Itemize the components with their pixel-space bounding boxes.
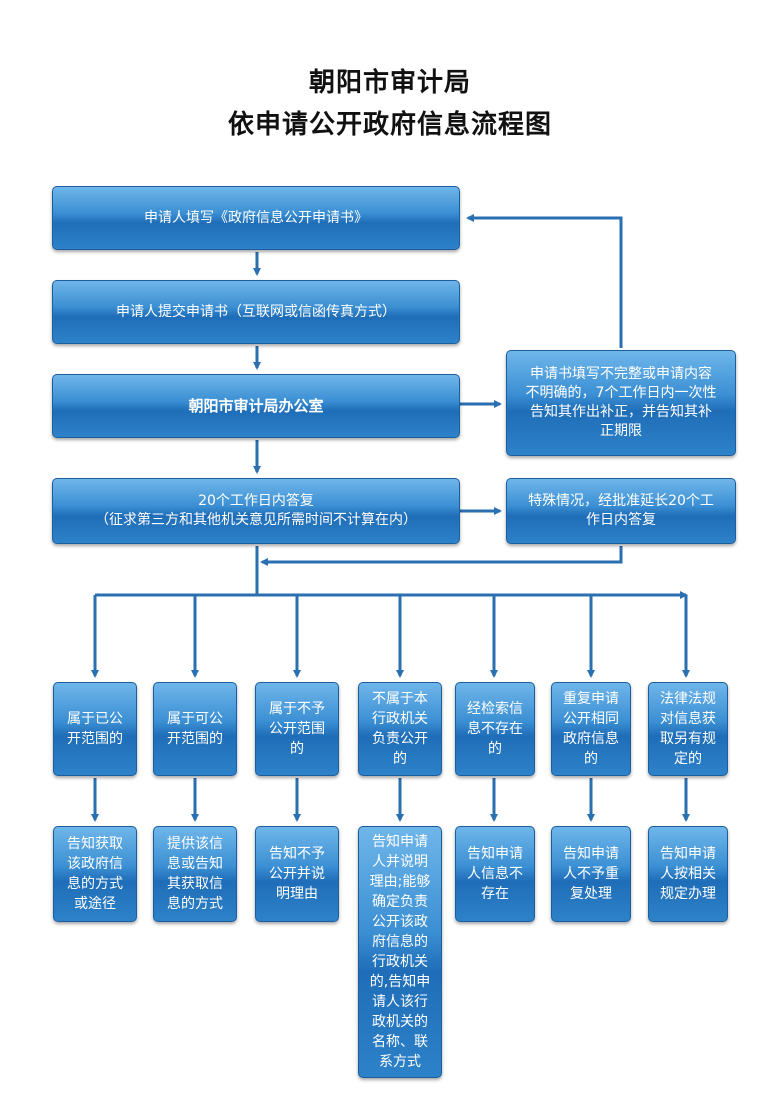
category-label-line: 的 <box>584 751 598 767</box>
result-line: 人并说明 <box>372 854 428 870</box>
result-box-6: 告知申请 人不予重 复处理 <box>551 826 631 922</box>
result-line: 公开该政 <box>372 914 428 930</box>
result-line: 人按相关 <box>660 866 716 882</box>
category-box-1: 属于已公 开范围的 <box>53 682 137 776</box>
result-box-7: 告知申请 人按相关 规定办理 <box>648 826 728 922</box>
result-line: 该政府信 <box>67 856 123 872</box>
result-line: 或途径 <box>74 896 116 912</box>
step-office-text: 朝阳市审计局办公室 <box>188 396 324 415</box>
side-correction: 申请书填写不完整或申请内容 不明确的，7个工作日内一次性 告知其作出补正，并告知… <box>506 350 736 456</box>
step-reply-line1: 20个工作日内答复 <box>198 493 314 509</box>
result-line: 告知申请 <box>372 834 428 850</box>
category-label-line: 属于已公 <box>67 711 123 727</box>
result-line: 的,告知申 <box>369 974 431 990</box>
category-label-line: 开范围的 <box>67 731 123 747</box>
result-line: 行政机关 <box>372 954 428 970</box>
result-line: 公开并说 <box>269 866 325 882</box>
side-correction-line: 告知其作出补正，并告知其补 <box>530 404 712 420</box>
step-office: 朝阳市审计局办公室 <box>52 374 460 438</box>
step-fill-application-text: 申请人填写《政府信息公开申请书》 <box>144 209 368 226</box>
result-box-2: 提供该信 息或告知 其获取信 息的方式 <box>153 826 237 922</box>
side-extension-line: 特殊情况，经批准延长20个工 <box>528 493 714 509</box>
step-fill-application: 申请人填写《政府信息公开申请书》 <box>52 186 460 250</box>
category-label-line: 重复申请 <box>563 691 619 707</box>
category-label-line: 不属于本 <box>372 691 428 707</box>
side-extension-line: 作日内答复 <box>586 512 656 528</box>
category-label-line: 息不存在 <box>467 721 523 737</box>
category-label-line: 负责公开 <box>372 731 428 747</box>
result-line: 人信息不 <box>467 866 523 882</box>
result-line: 告知申请 <box>563 846 619 862</box>
arrow-extension-return <box>260 546 623 566</box>
category-label-line: 的 <box>488 741 502 757</box>
category-box-5: 经检索信 息不存在 的 <box>455 682 535 776</box>
category-label-line: 属于不予 <box>269 701 325 717</box>
result-line: 告知申请 <box>467 846 523 862</box>
category-label-line: 取另有规 <box>660 731 716 747</box>
step-reply-line2: （征求第三方和其他机关意见所需时间不计算在内） <box>95 512 417 528</box>
category-label-line: 的 <box>290 741 304 757</box>
result-line: 提供该信 <box>167 836 223 852</box>
result-line: 息或告知 <box>167 856 223 872</box>
side-correction-line: 正期限 <box>600 423 642 439</box>
result-box-5: 告知申请 人信息不 存在 <box>455 826 535 922</box>
step-reply: 20个工作日内答复 （征求第三方和其他机关意见所需时间不计算在内） <box>52 478 460 544</box>
result-line: 复处理 <box>570 886 612 902</box>
result-line: 告知获取 <box>67 836 123 852</box>
result-line: 告知不予 <box>269 846 325 862</box>
category-label-line: 的 <box>393 751 407 767</box>
category-label-line: 法律法规 <box>660 691 716 707</box>
category-box-2: 属于可公 开范围的 <box>153 682 237 776</box>
step-submit-application-text: 申请人提交申请书（互联网或信函传真方式） <box>116 303 396 320</box>
result-line: 名称、联 <box>372 1034 428 1050</box>
category-box-7: 法律法规 对信息获 取另有规 定的 <box>648 682 728 776</box>
step-submit-application: 申请人提交申请书（互联网或信函传真方式） <box>52 280 460 344</box>
category-label-line: 对信息获 <box>660 711 716 727</box>
category-box-6: 重复申请 公开相同 政府信息 的 <box>551 682 631 776</box>
category-label-line: 公开范围 <box>269 721 325 737</box>
result-line: 政机关的 <box>372 1014 428 1030</box>
category-label-line: 经检索信 <box>467 701 523 717</box>
category-box-3: 属于不予 公开范围 的 <box>255 682 339 776</box>
result-line: 系方式 <box>379 1054 421 1070</box>
side-extension: 特殊情况，经批准延长20个工 作日内答复 <box>506 478 736 544</box>
category-label-line: 开范围的 <box>167 731 223 747</box>
result-line: 确定负责 <box>372 894 428 910</box>
result-line: 府信息的 <box>372 934 428 950</box>
result-line: 请人该行 <box>372 994 428 1010</box>
category-label-line: 定的 <box>674 751 702 767</box>
result-line: 人不予重 <box>563 866 619 882</box>
result-line: 理由;能够 <box>369 874 431 890</box>
result-box-1: 告知获取 该政府信 息的方式 或途径 <box>53 826 137 922</box>
category-box-4: 不属于本 行政机关 负责公开 的 <box>358 682 442 776</box>
category-label-line: 公开相同 <box>563 711 619 727</box>
result-box-3: 告知不予 公开并说 明理由 <box>255 826 339 922</box>
result-line: 息的方式 <box>167 896 223 912</box>
diagram-title-line2: 依申请公开政府信息流程图 <box>227 110 552 140</box>
side-correction-line: 不明确的，7个工作日内一次性 <box>525 385 717 401</box>
result-box-4: 告知申请 人并说明 理由;能够 确定负责 公开该政 府信息的 行政机关 的,告知… <box>358 826 442 1078</box>
result-line: 明理由 <box>276 886 318 902</box>
diagram-title-line1: 朝阳市审计局 <box>308 68 471 98</box>
result-line: 其获取信 <box>167 876 223 892</box>
category-label-line: 属于可公 <box>167 711 223 727</box>
result-line: 告知申请 <box>660 846 716 862</box>
result-line: 存在 <box>481 886 509 902</box>
category-label-line: 政府信息 <box>563 731 619 747</box>
result-line: 息的方式 <box>67 876 123 892</box>
result-line: 规定办理 <box>660 886 716 902</box>
arrow-correction-return <box>466 214 623 348</box>
side-correction-line: 申请书填写不完整或申请内容 <box>530 366 712 382</box>
category-label-line: 行政机关 <box>372 711 428 727</box>
